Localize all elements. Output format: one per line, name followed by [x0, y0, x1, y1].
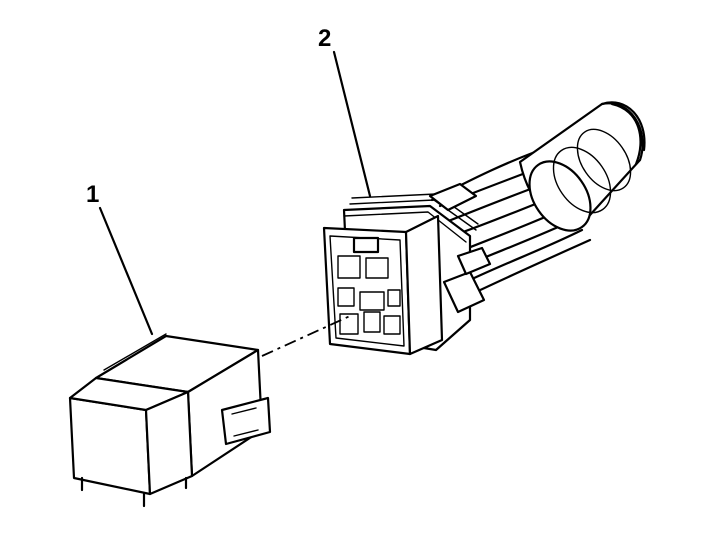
- conduit-sleeve: [518, 101, 646, 232]
- relay-connector: [322, 182, 492, 356]
- alignment-dashed-line: [261, 315, 351, 357]
- relay: [68, 333, 272, 508]
- leader-line-2: [332, 50, 372, 198]
- callout-label-1: 1: [86, 181, 99, 208]
- callout-label-2: 2: [318, 25, 331, 52]
- leader-line-1: [98, 206, 154, 336]
